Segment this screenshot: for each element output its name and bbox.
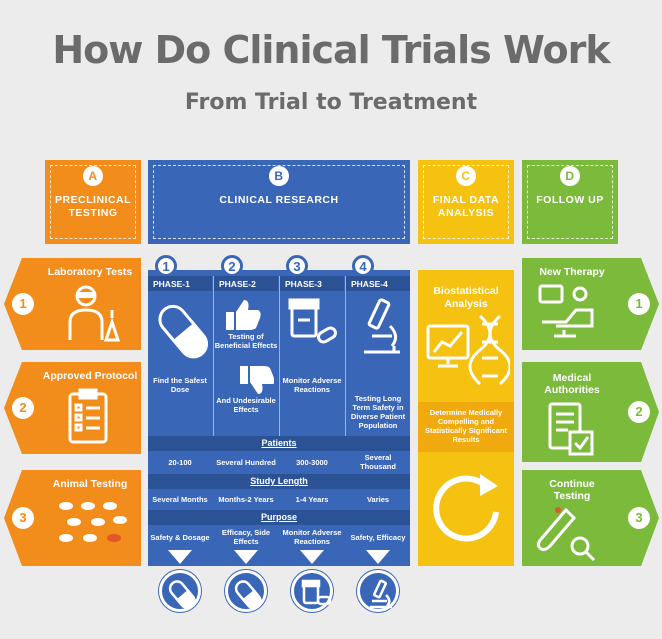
phase-4-number: 4: [352, 255, 374, 277]
column-d-letter: D: [560, 166, 580, 186]
phase-4-text: Testing Long Term Safety in Diverse Pati…: [350, 394, 406, 430]
mice-icon: [59, 502, 127, 542]
followup-label-3: Continue Testing: [549, 478, 595, 502]
phase-1-bottom-circle: [159, 570, 201, 612]
column-c-header: C FINAL DATA ANALYSIS: [418, 160, 514, 244]
pill-bottle-icon: [301, 579, 332, 606]
preclinical-num-1: 1: [12, 293, 34, 315]
microscope-icon: [364, 298, 400, 354]
phase-2-bottom-circle: [225, 570, 267, 612]
column-b-letter: B: [269, 166, 289, 186]
study-length-header: Study Length: [148, 474, 410, 489]
phase-divider: [344, 276, 346, 436]
column-d-label: FOLLOW UP: [536, 194, 604, 206]
phase-4-label: PHASE-4: [346, 276, 410, 291]
followup-num-2: 2: [628, 401, 650, 423]
phase-3-number: 3: [286, 255, 308, 277]
phase-1-length: Several Months: [152, 494, 208, 504]
column-a-letter: A: [83, 166, 103, 186]
clipboard-icon: [68, 388, 108, 444]
column-b-label: CLINICAL RESEARCH: [219, 194, 339, 206]
phase-1-purpose: Safety & Dosage: [150, 532, 210, 542]
patients-header: Patients: [148, 436, 410, 451]
pill-icon: [158, 304, 209, 359]
preclinical-label-2: Approved Protocol: [42, 370, 138, 382]
checklist-icon: [548, 402, 594, 456]
phase-2-top-text: Testing of Beneficial Effects: [214, 332, 278, 350]
phase-1-text: Find the Safest Dose: [153, 376, 207, 394]
phase-divider: [212, 276, 214, 436]
phase-2-length: Months-2 Years: [218, 494, 274, 504]
purpose-header: Purpose: [148, 510, 410, 525]
phase-3-patients: 300-3000: [296, 457, 328, 467]
pill-bottle-icon: [288, 298, 337, 344]
thumbs-down-icon: [240, 366, 274, 394]
phase-3-purpose: Monitor Adverse Reactions: [282, 528, 342, 546]
page-title: How Do Clinical Trials Work: [52, 28, 610, 72]
phase-4-length: Varies: [366, 494, 390, 504]
preclinical-num-3: 3: [12, 507, 34, 529]
test-tube-icon: [536, 507, 596, 562]
analysis-text-band: [418, 402, 514, 452]
column-c-label: FINAL DATA ANALYSIS: [432, 194, 500, 219]
preclinical-label-1: Laboratory Tests: [47, 266, 133, 278]
preclinical-num-2: 2: [12, 397, 34, 419]
followup-num-1: 1: [628, 293, 650, 315]
microscope-icon: [370, 579, 392, 609]
phase-divider: [278, 276, 280, 436]
phase-2-patients: Several Hundred: [216, 457, 276, 467]
phase-2-label: PHASE-2: [214, 276, 278, 291]
thumbs-up-icon: [226, 300, 261, 330]
page-subtitle: From Trial to Treatment: [184, 90, 478, 115]
phase-4-bottom-circle: [357, 570, 399, 612]
column-b-header: B CLINICAL RESEARCH: [148, 160, 410, 244]
phase-1-label: PHASE-1: [148, 276, 212, 291]
analysis-text: Determine Medically Compelling and Stati…: [424, 408, 508, 444]
phase-2-purpose: Efficacy, Side Effects: [221, 528, 271, 546]
phase-1-number: 1: [155, 255, 177, 277]
patient-chair-icon: [538, 284, 594, 338]
phase-4-patients: Several Thousand: [360, 453, 396, 471]
phase-3-length: 1-4 Years: [295, 494, 329, 504]
phase-3-text: Monitor Adverse Reactions: [282, 376, 342, 394]
followup-label-2: Medical Authorities: [544, 372, 600, 396]
analysis-title: Biostatistical Analysis: [433, 285, 499, 310]
phase-3-bottom-circle: [291, 570, 333, 612]
phase-4-purpose: Safety, Efficacy: [350, 532, 406, 542]
column-c-letter: C: [456, 166, 476, 186]
preclinical-label-3: Animal Testing: [52, 478, 128, 490]
column-d-header: D FOLLOW UP: [522, 160, 618, 244]
dna-chart-icon: [426, 314, 510, 386]
followup-num-3: 3: [628, 507, 650, 529]
followup-label-1: New Therapy: [539, 266, 605, 278]
phase-down-arrows: [168, 550, 390, 564]
phase-2-number: 2: [221, 255, 243, 277]
column-a-header: A PRECLINICAL TESTING: [45, 160, 141, 244]
cycle-arrow-icon: [433, 474, 499, 542]
phase-1-patients: 20-100: [168, 457, 192, 467]
thumbs-icon: [234, 580, 262, 610]
lab-scientist-icon: [68, 285, 121, 342]
phase-3-label: PHASE-3: [280, 276, 344, 291]
column-a-label: PRECLINICAL TESTING: [54, 194, 132, 219]
phase-2-text: And Undesirable Effects: [216, 396, 276, 414]
pill-icon: [168, 580, 196, 610]
